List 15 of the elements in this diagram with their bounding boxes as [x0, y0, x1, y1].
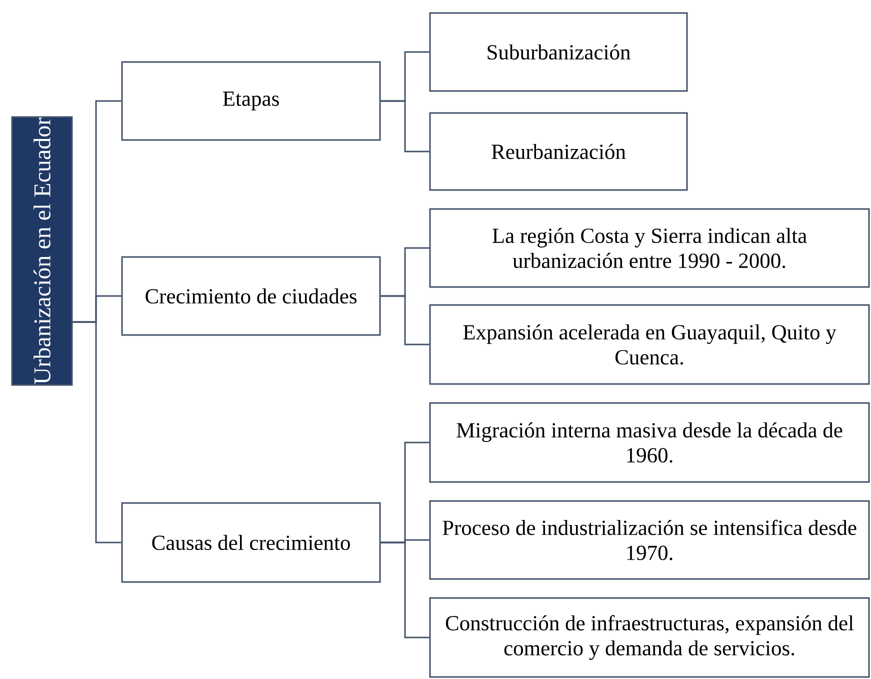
topic-box: Migración interna masiva desde la década de 1960.	[429, 402, 870, 483]
topic-box: Suburbanización	[429, 12, 688, 92]
connector	[380, 295, 430, 346]
topic-box: Proceso de industrialización se intensifica desde 1970.	[429, 500, 870, 580]
topic-box: Construcción de infraestructuras, expansión del comercio y demanda de servicios.	[429, 597, 870, 678]
connector	[380, 542, 430, 638]
title-bar: Urbanización en el Ecuador	[11, 116, 73, 386]
topic-box: La región Costa y Sierra indican alta urbanización entre 1990 - 2000.	[429, 208, 870, 288]
topic-box: Reurbanización	[429, 112, 688, 191]
topic-box: Expansión acelerada en Guayaquil, Quito y Cuenca.	[429, 304, 870, 385]
connector	[380, 100, 430, 152]
topic-box: Crecimiento de ciudades	[121, 256, 381, 336]
topic-box: Etapas	[121, 61, 381, 141]
topic-box: Causas del crecimiento	[121, 502, 381, 583]
connector	[72, 321, 122, 544]
